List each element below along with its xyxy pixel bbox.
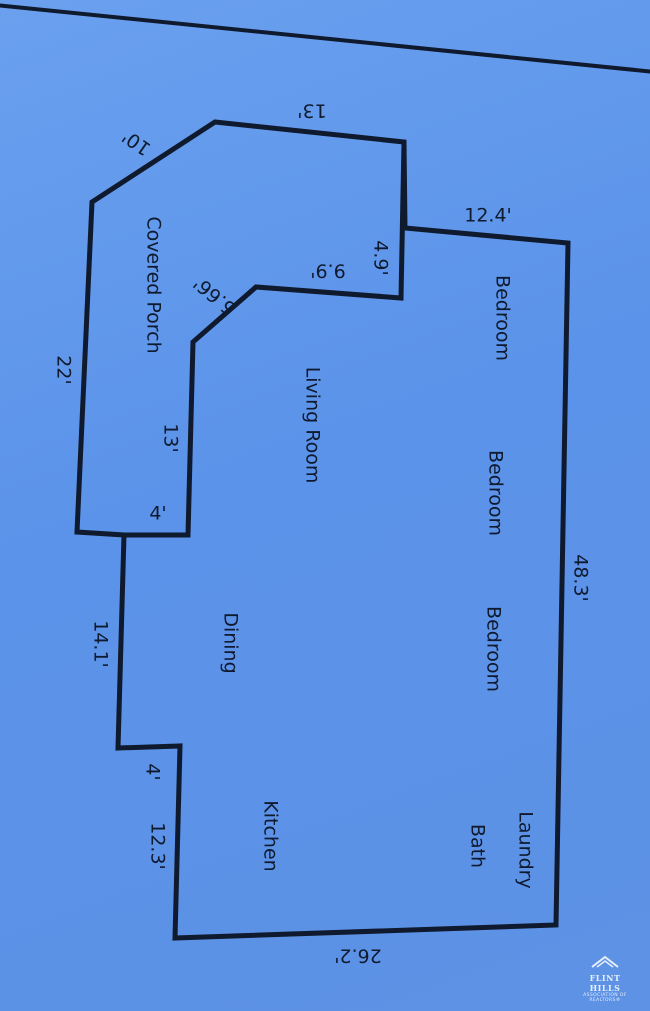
dimension-label: 4' [142,763,164,780]
dimension-label: 48.3' [570,554,592,602]
dimension-label: 10' [118,125,155,160]
room-label-kitchen: Kitchen [260,800,282,871]
house-roof-icon [591,955,619,968]
room-label-bedroom: Bedroom [492,275,514,361]
dimension-label: 13' [160,423,182,452]
porch-inner-wall [124,141,407,538]
room-label-bedroom: Bedroom [485,450,507,536]
paper-edge-line [0,3,650,74]
dimension-label: 12.4' [464,205,512,227]
dimension-label: 22' [53,355,75,384]
realtor-association-logo: FLINT HILLS ASSOCIATION OF REALTORS® [574,955,636,1003]
room-label-bedroom: Bedroom [483,606,505,692]
room-label-living-room: Living Room [302,367,324,484]
dimension-label: 12.3' [147,822,169,870]
room-label-dining: Dining [220,612,242,673]
room-label-laundry: Laundry [515,811,537,888]
dimension-label: 5.66' [189,272,240,319]
logo-subtitle: ASSOCIATION OF REALTORS® [583,993,627,1003]
room-label-bath: Bath [467,824,489,868]
dimension-label: 13' [297,100,326,122]
dimension-label: 4' [149,503,166,525]
dimension-label: 26.2' [334,945,382,967]
logo-title: FLINT HILLS [589,973,621,993]
room-label-covered-porch: Covered Porch [143,216,165,353]
dimension-label: 9.9' [310,260,345,282]
dimension-label: 4.9' [370,240,392,275]
dimension-label: 14.1' [90,620,112,668]
